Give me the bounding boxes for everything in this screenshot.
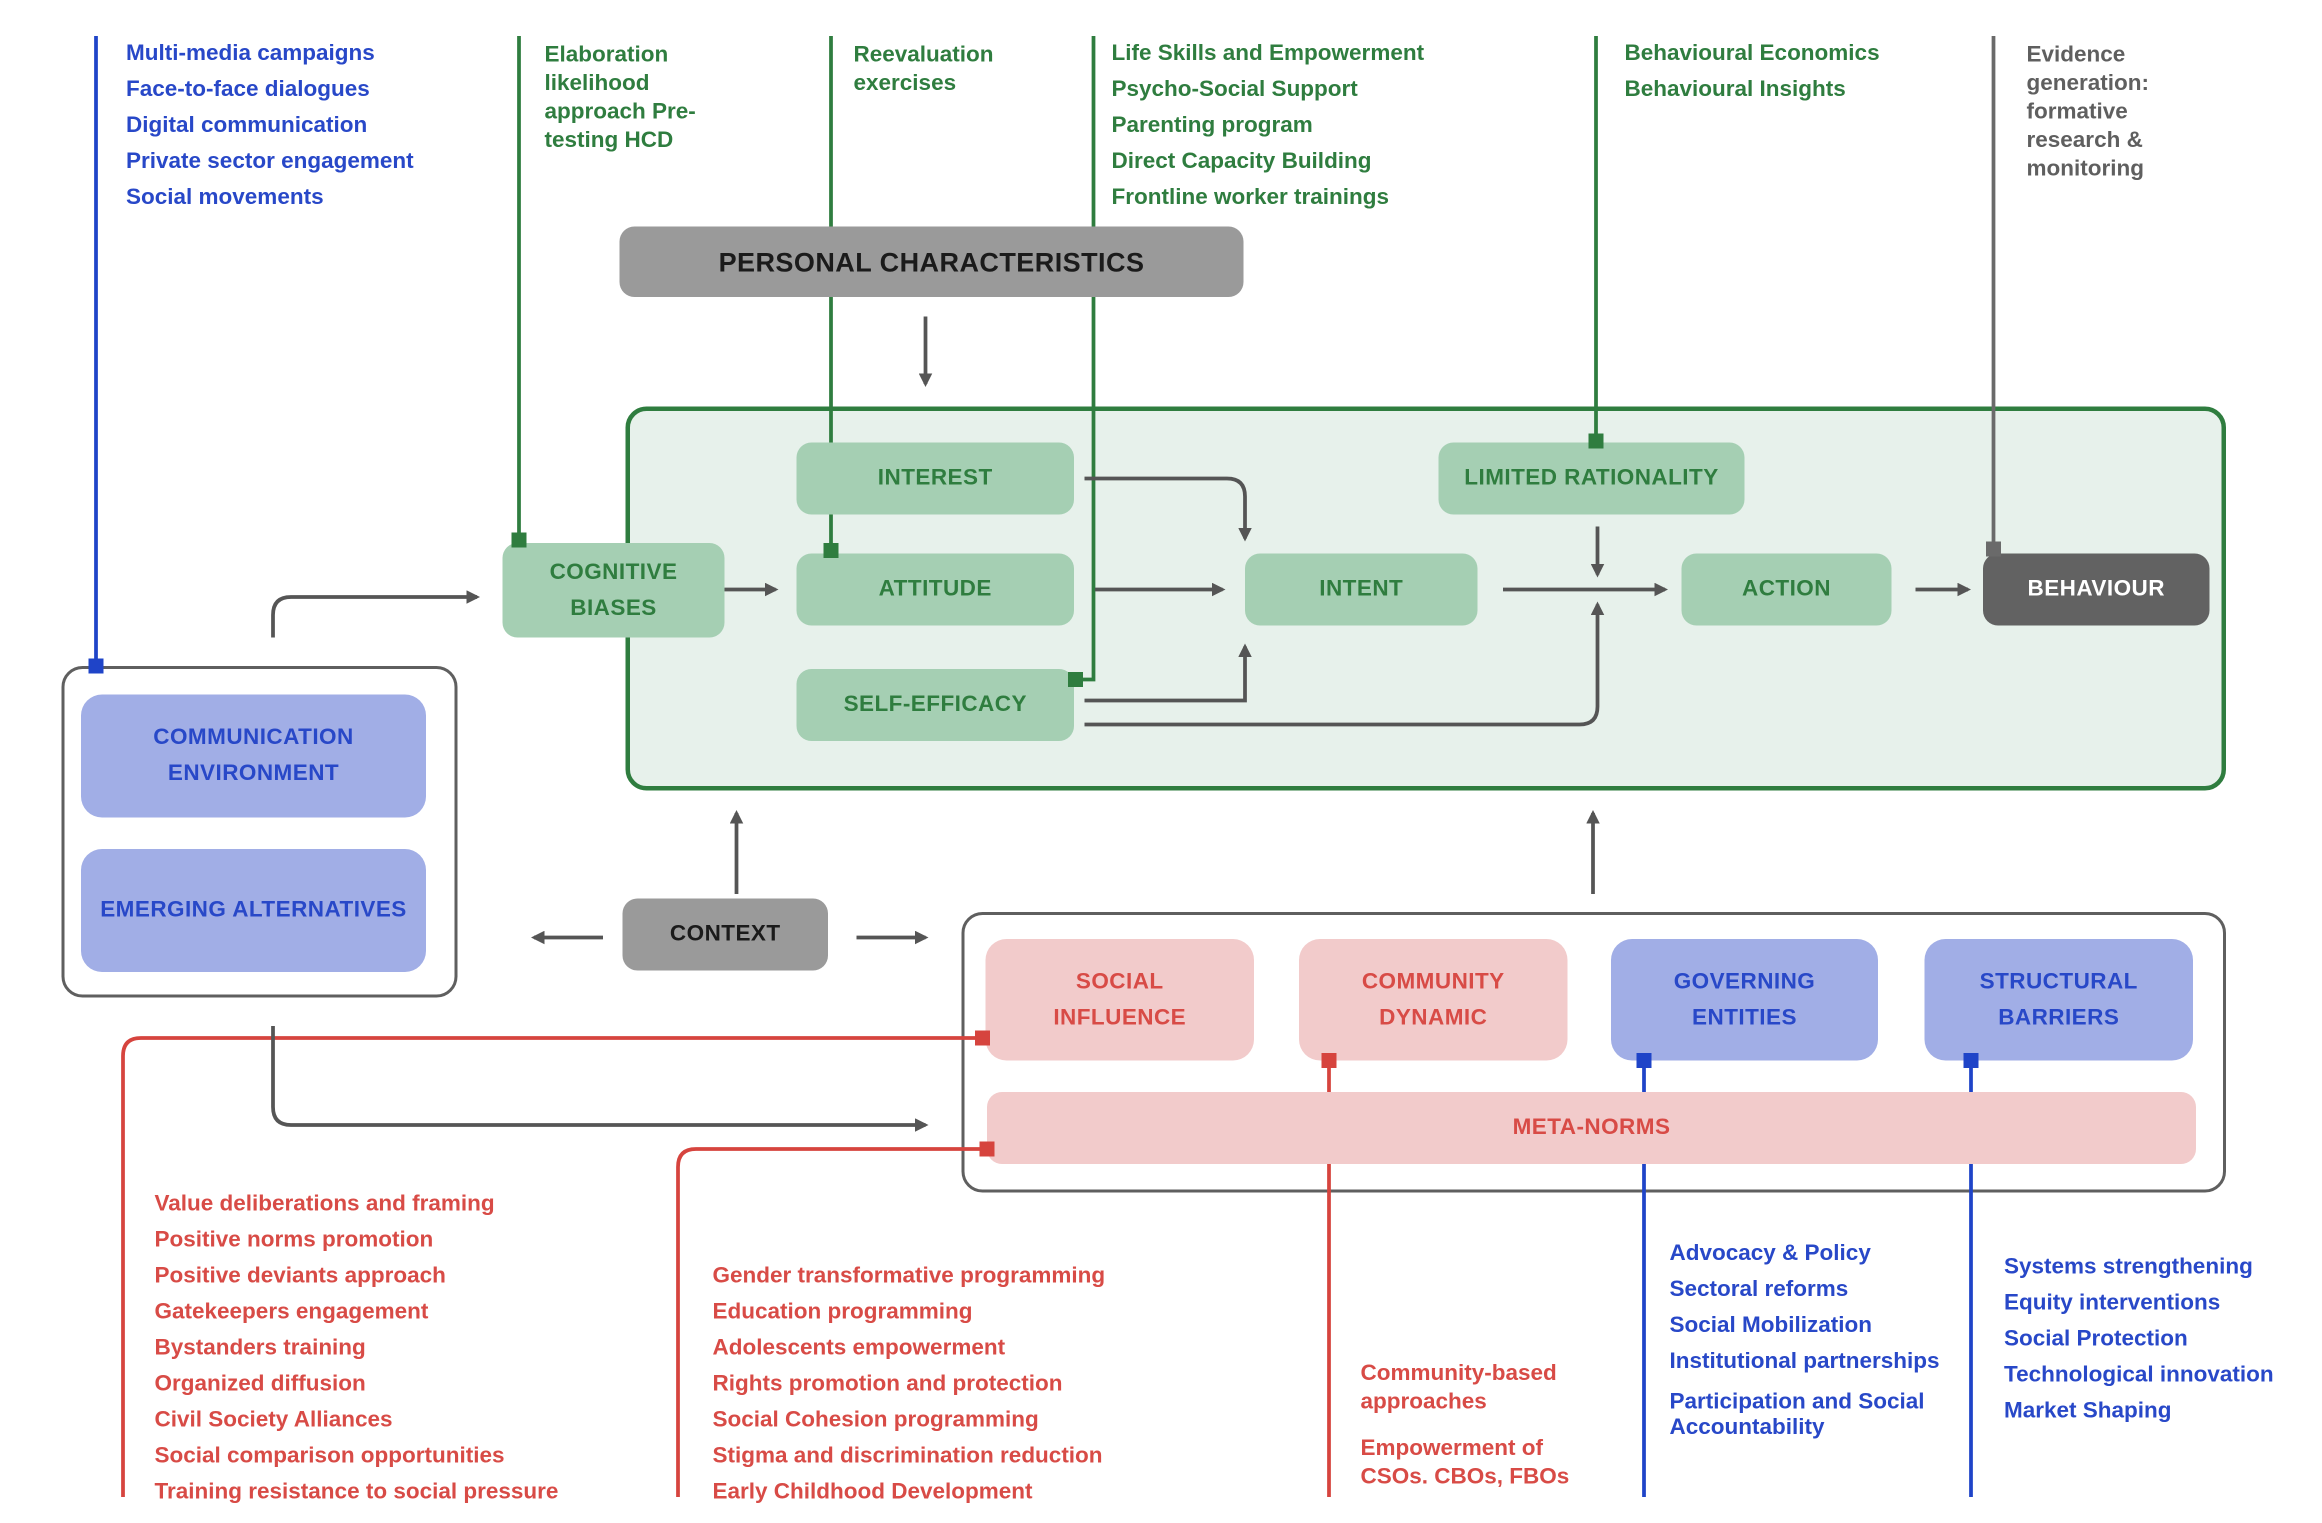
list-item: Positive deviants approach: [154, 1263, 446, 1289]
list-social-influence: Value deliberations and framing Positive…: [155, 1187, 635, 1511]
node-communication-environment: COMMUNICATION ENVIRONMENT: [81, 694, 426, 818]
node-personal-characteristics: PERSONAL CHARACTERISTICS: [619, 226, 1244, 297]
list-item: Empowerment of CSOs. CBOs, FBOs: [1360, 1435, 1570, 1490]
marker-life-skills: [1068, 672, 1083, 687]
node-community-dynamic: COMMUNITY DYNAMIC: [1299, 939, 1568, 1061]
list-governing: Advocacy & Policy Sectoral reforms Socia…: [1669, 1236, 1970, 1441]
arrow-comm-to-cognitive: [271, 590, 480, 638]
text-evidence: Evidence generation: formative research …: [2026, 42, 2150, 182]
node-self-efficacy: SELF-EFFICACY: [796, 669, 1074, 741]
list-item: Adolescents empowerment: [712, 1335, 1006, 1361]
list-behavioural: Behavioural Economics Behavioural Insigh…: [1625, 36, 1955, 108]
line-meta-norms: [676, 1147, 987, 1497]
list-item: Social Mobilization: [1669, 1312, 1873, 1339]
marker-structural: [1963, 1053, 1979, 1068]
arrow-comm-to-social: [271, 1026, 929, 1132]
list-item: Gatekeepers engagement: [154, 1299, 429, 1325]
list-item: Stigma and discrimination reduction: [712, 1443, 1103, 1469]
marker-meta-norms: [979, 1141, 995, 1157]
list-item: Civil Society Alliances: [154, 1407, 393, 1433]
communication-panel: [61, 666, 458, 998]
node-cognitive-biases: COGNITIVE BIASES: [502, 543, 725, 638]
list-item: Equity interventions: [2004, 1290, 2221, 1316]
list-item: Social Protection: [2004, 1326, 2188, 1352]
arrow-selfefficacy-action: [1084, 601, 1605, 727]
list-item: Frontline worker trainings: [1111, 184, 1390, 211]
list-item: Rights promotion and protection: [712, 1371, 1063, 1397]
list-item: Education programming: [712, 1299, 973, 1325]
list-item: Life Skills and Empowerment: [1111, 40, 1425, 67]
list-item: Technological innovation: [2004, 1362, 2274, 1388]
list-item: Social Cohesion programming: [712, 1407, 1039, 1433]
list-item: Institutional partnerships: [1669, 1348, 1940, 1375]
social-structural-panel: [961, 912, 2226, 1193]
list-item: Behavioural Economics: [1624, 40, 1880, 67]
node-intent: INTENT: [1245, 553, 1478, 626]
text-elaboration: Elaboration likelihood approach Pre-test…: [544, 42, 696, 153]
list-item: Parenting program: [1111, 112, 1313, 139]
list-item: Sectoral reforms: [1669, 1276, 1849, 1303]
node-structural-barriers: STRUCTURAL BARRIERS: [1924, 939, 2193, 1061]
text-reevaluation: Reevaluation exercises: [853, 42, 994, 96]
marker-social-influence: [975, 1030, 990, 1046]
marker-governing: [1636, 1053, 1652, 1068]
list-item: Social comparison opportunities: [154, 1443, 505, 1469]
list-item: Value deliberations and framing: [154, 1191, 495, 1217]
node-action: ACTION: [1681, 553, 1892, 626]
list-meta-norms: Gender transformative programming Educat…: [713, 1259, 1193, 1511]
list-item: Training resistance to social pressure: [154, 1479, 559, 1505]
marker-elaboration: [511, 532, 527, 548]
list-item: Multi-media campaigns: [126, 40, 375, 67]
list-item: Face-to-face dialogues: [126, 76, 370, 103]
marker-communication: [88, 658, 104, 674]
list-life-skills: Life Skills and Empowerment Psycho-Socia…: [1112, 36, 1502, 216]
marker-behavioural: [1588, 433, 1604, 449]
node-context: CONTEXT: [622, 898, 828, 971]
list-item: Private sector engagement: [126, 148, 414, 175]
list-item: Community-based approaches: [1360, 1360, 1557, 1415]
node-emerging-alternatives: EMERGING ALTERNATIVES: [81, 849, 426, 972]
list-item: Psycho-Social Support: [1111, 76, 1358, 103]
line-life-skills: [1075, 36, 1096, 682]
marker-reevaluation: [823, 543, 839, 558]
list-item: Bystanders training: [154, 1335, 366, 1361]
marker-community: [1321, 1053, 1337, 1068]
list-item: Advocacy & Policy: [1669, 1240, 1871, 1267]
list-item: Organized diffusion: [154, 1371, 366, 1397]
list-item: Positive norms promotion: [154, 1227, 434, 1253]
list-communication: Multi-media campaigns Face-to-face dialo…: [126, 36, 486, 216]
node-behaviour: BEHAVIOUR: [1983, 553, 2210, 626]
node-social-influence: SOCIAL INFLUENCE: [985, 939, 1254, 1061]
list-item: Participation and Social Accountability: [1669, 1389, 1925, 1440]
list-item: Digital communication: [126, 112, 368, 139]
list-item: Social movements: [126, 184, 324, 211]
node-limited-rationality: LIMITED RATIONALITY: [1438, 442, 1745, 515]
list-structural: Systems strengthening Equity interventio…: [2004, 1250, 2304, 1430]
line-social-influence: [121, 1036, 983, 1497]
node-attitude: ATTITUDE: [796, 553, 1074, 626]
node-interest: INTEREST: [796, 442, 1074, 515]
list-item: Gender transformative programming: [712, 1263, 1106, 1289]
list-item: Direct Capacity Building: [1111, 148, 1372, 175]
list-item: Market Shaping: [2004, 1398, 2172, 1424]
arrow-interest-intent: [1084, 476, 1252, 542]
node-governing-entities: GOVERNING ENTITIES: [1611, 939, 1878, 1061]
list-item: Systems strengthening: [2004, 1254, 2253, 1280]
node-meta-norms: META-NORMS: [987, 1092, 2196, 1164]
arrow-selfefficacy-intent: [1084, 643, 1252, 703]
list-item: Early Childhood Development: [712, 1479, 1033, 1505]
marker-evidence: [1986, 541, 2001, 557]
list-community: Community-based approaches Empowerment o…: [1361, 1359, 1601, 1491]
list-item: Behavioural Insights: [1624, 76, 1846, 103]
